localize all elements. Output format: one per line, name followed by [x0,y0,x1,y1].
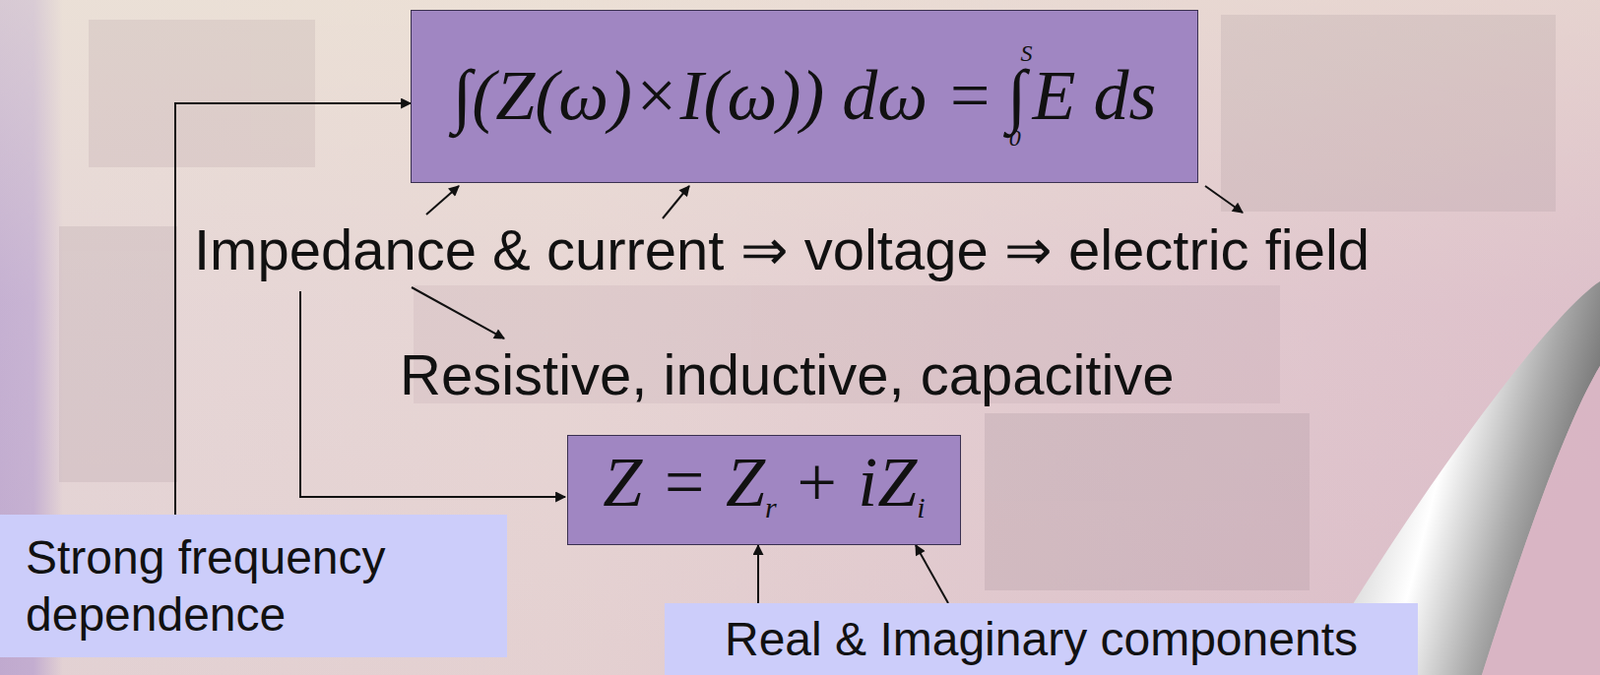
connector-arrow [915,545,949,604]
text-group: E ds [1032,57,1157,135]
photo-shape [984,413,1310,591]
label-text: Impedance & current ⇒ voltage ⇒ electric… [193,221,1370,279]
note-box: Strong frequency dependence [0,514,508,658]
connector-arrow [175,103,411,515]
label-holder: Impedance & current ⇒ voltage ⇒ electric… [193,221,1370,279]
text-group: Strong frequency dependence [25,529,488,643]
formula-text: + iZ [792,443,918,522]
leader-line [411,287,505,339]
node-content: Real & Imaginary components [664,603,1418,675]
photo-shape [88,19,316,168]
formula-text: E ds [1032,56,1157,135]
text-group: Z = Z [602,444,766,522]
subscript: i [916,491,925,524]
note-box: Real & Imaginary components [664,603,1418,675]
connector-arrow [757,545,760,604]
label-text: Resistive, inductive, capacitive [399,346,1175,404]
node-content: ∫(Z(ω)×I(ω)) dω =∫S0E ds [411,10,1198,183]
node-content: Z = Zr + iZi [568,436,960,545]
leader-line [662,186,690,219]
text-group: ∫(Z(ω)×I(ω)) dω = [451,57,993,135]
page-under-curl [1481,366,1600,675]
node-content: Strong frequency dependence [0,514,508,658]
leader-line [1205,186,1243,213]
formula-box: Z = Zr + iZi [567,435,961,546]
photo-backdrop [59,14,1556,591]
text-group: Real & Imaginary components [724,611,1358,669]
subscript: r [765,491,777,524]
photo-shape [1220,14,1556,212]
formula-text: Z = Z [602,443,766,522]
integral-limit: 0 [1009,126,1022,150]
photo-shape [59,226,178,483]
formula-text: ∫(Z(ω)×I(ω)) dω = [451,56,993,135]
note-text: Strong frequency dependence [25,531,386,641]
label-holder: Resistive, inductive, capacitive [399,346,1175,404]
text-group: ∫S0 [1007,57,1027,135]
integral-sign: ∫ [1007,56,1027,135]
note-text: Real & Imaginary components [724,613,1358,666]
text-group: i [916,481,925,512]
text-group: r [765,481,777,512]
text-group: + iZ [776,444,918,522]
leader-line [426,186,459,215]
formula-box: ∫(Z(ω)×I(ω)) dω =∫S0E ds [410,9,1199,184]
integral-limit: S [1021,41,1033,65]
